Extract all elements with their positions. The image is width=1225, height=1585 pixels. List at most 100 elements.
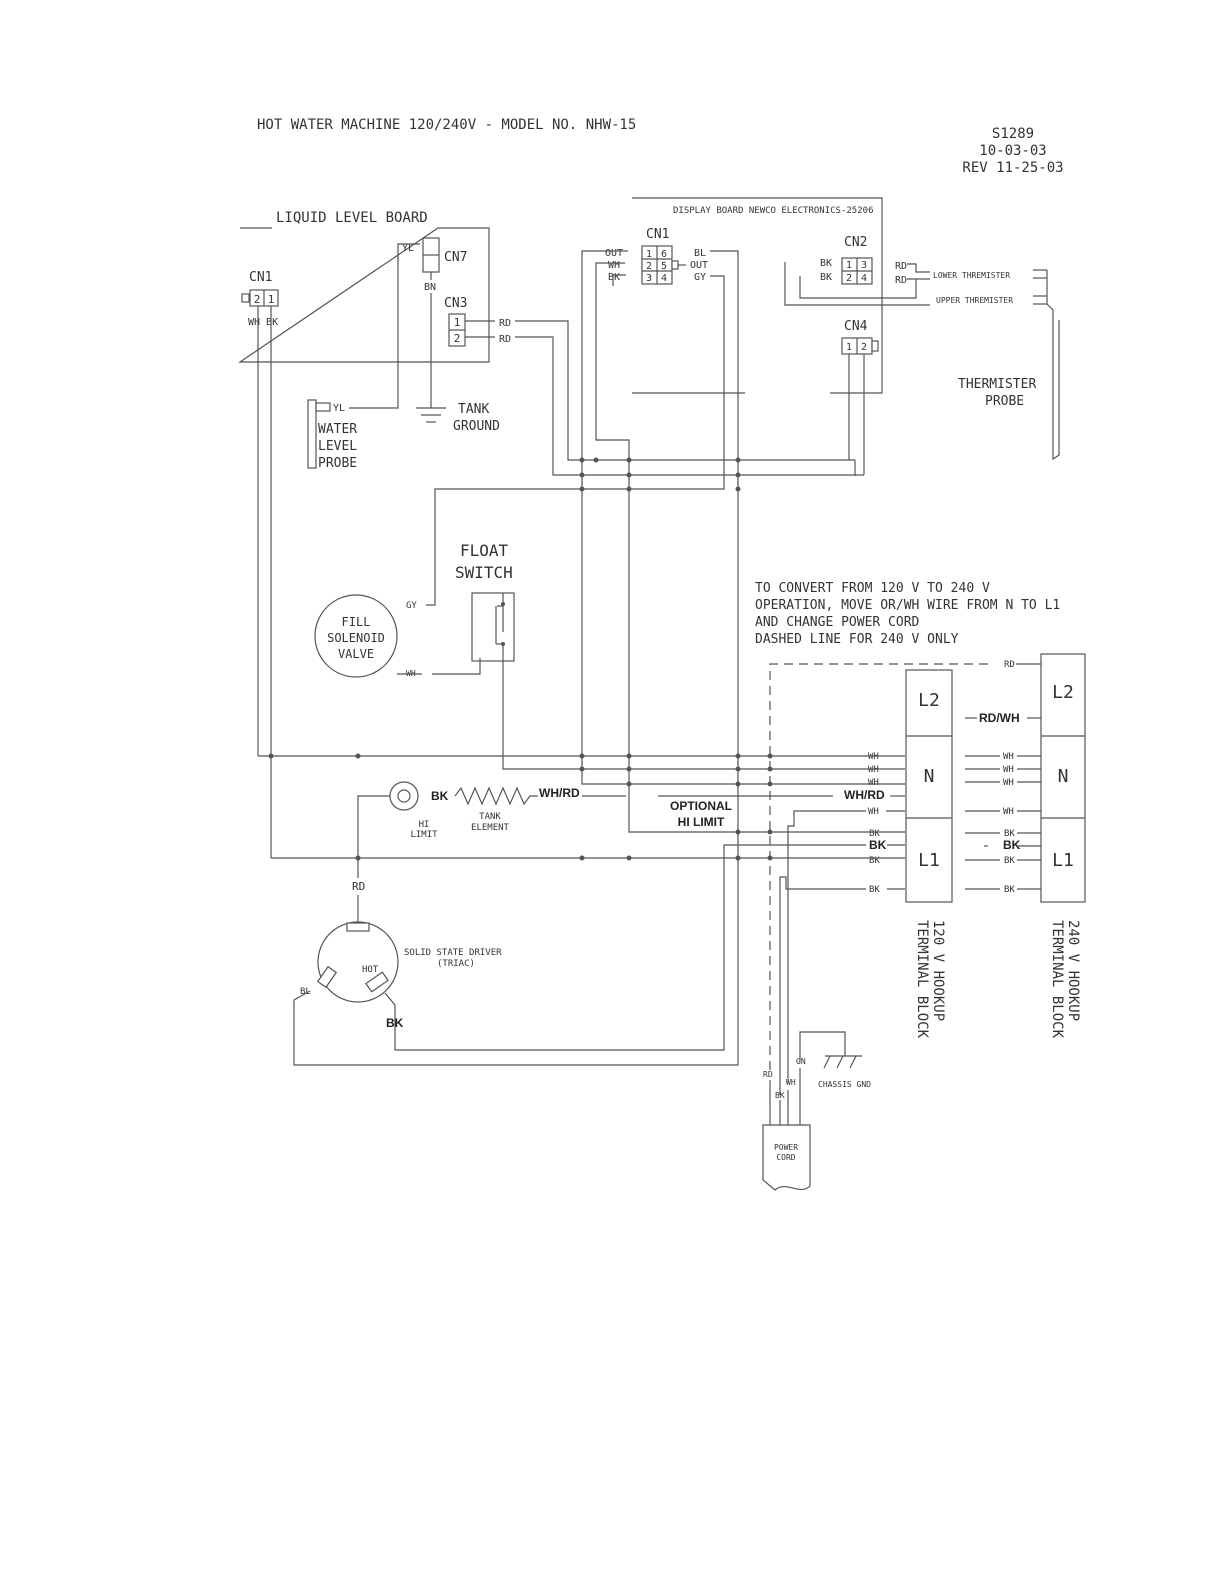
hi-limit-label-2: LIMIT bbox=[410, 830, 438, 840]
probe-wire: YL bbox=[333, 403, 345, 414]
db-cn4-pin2: 2 bbox=[861, 342, 867, 353]
db-cn2-pin3: 3 bbox=[861, 260, 867, 271]
llb-cn1-label: CN1 bbox=[249, 270, 272, 285]
tank-element-label-2: ELEMENT bbox=[471, 823, 510, 833]
tb120-wire-l1c: BK bbox=[869, 856, 880, 866]
db-cn4-pin1: 1 bbox=[846, 342, 852, 353]
triac-wire-rd: RD bbox=[352, 880, 365, 893]
wire-harness bbox=[257, 243, 990, 1125]
display-board-title: DISPLAY BOARD NEWCO ELECTRONICS-25206 bbox=[673, 206, 873, 216]
probe-label-3: PROBE bbox=[318, 456, 357, 471]
tb120-n: N bbox=[924, 766, 935, 787]
tb240-wire-n4: WH bbox=[1003, 807, 1014, 817]
solid-state-driver: HOT SOLID STATE DRIVER (TRIAC) RD BL BK bbox=[300, 880, 502, 1030]
tank-ground-label-1: TANK bbox=[458, 402, 489, 417]
db-cn2-pin1: 1 bbox=[846, 260, 852, 271]
tb120-wire-l1b: BK bbox=[869, 838, 887, 852]
db-cn1-pin3: 3 bbox=[646, 273, 652, 284]
terminal-block-120v: L2 N L1 WH WH WH WH/RD WH BK BK BK BK TE… bbox=[844, 669, 953, 1039]
llb-cn1-wires: WH BK bbox=[248, 317, 278, 328]
db-cn1-pin4: 4 bbox=[661, 273, 667, 284]
tb240-wire-n3: WH bbox=[1003, 778, 1014, 788]
chassis-ground-icon bbox=[823, 1055, 862, 1069]
db-cn2-pin2: 2 bbox=[846, 273, 852, 284]
tb240-wire-l1b: BK bbox=[1003, 838, 1021, 852]
tb240-l1: L1 bbox=[1052, 850, 1074, 871]
drawing-revision: REV 11-25-03 bbox=[962, 160, 1063, 176]
tb240-wire-n1: WH bbox=[1003, 752, 1014, 762]
power-cord: POWER CORD RD BK WH GN CHASSIS GND bbox=[762, 1057, 871, 1191]
float-switch: FLOAT SWITCH bbox=[455, 541, 515, 662]
triac-wire-bl: BL bbox=[300, 987, 311, 997]
valve-label-3: VALVE bbox=[338, 647, 374, 661]
tb240-wire-rd: RD bbox=[1004, 660, 1015, 670]
db-cn1-label: CN1 bbox=[646, 227, 669, 242]
valve-label-1: FILL bbox=[342, 615, 371, 629]
tb240-caption-2: 240 V HOOKUP bbox=[1065, 920, 1081, 1021]
tb120-wire-l1d: BK bbox=[869, 885, 880, 895]
db-cn2-wire-bk2: BK bbox=[820, 272, 832, 283]
tb120-wire-n4: WH/RD bbox=[844, 788, 885, 802]
db-cn1-wire-out2: OUT bbox=[690, 260, 708, 271]
db-cn1-wire-bl: BL bbox=[694, 248, 706, 259]
db-cn2-wire-rd2: RD bbox=[895, 275, 907, 286]
float-switch-label-1: FLOAT bbox=[460, 541, 509, 560]
power-cord-label-2: CORD bbox=[776, 1153, 795, 1162]
db-cn2-wire-bk1: BK bbox=[820, 258, 832, 269]
float-switch-label-2: SWITCH bbox=[455, 563, 513, 582]
db-cn1-pin2: 2 bbox=[646, 261, 652, 272]
note-line-2: OPERATION, MOVE OR/WH WIRE FROM N TO L1 bbox=[755, 598, 1060, 613]
valve-wire-gy: GY bbox=[406, 601, 417, 611]
tb240-wire-rdwh: RD/WH bbox=[979, 711, 1020, 725]
conversion-note: TO CONVERT FROM 120 V TO 240 V OPERATION… bbox=[755, 581, 1060, 647]
tb240-n: N bbox=[1058, 766, 1069, 787]
thermistor-probe: LOWER THREMISTER UPPER THREMISTER THERMI… bbox=[784, 262, 1060, 461]
tb120-caption-2: 120 V HOOKUP bbox=[930, 920, 946, 1021]
hi-limit-wire-bk: BK bbox=[431, 789, 449, 803]
db-cn1-wire-out: OUT bbox=[605, 248, 623, 259]
triac-label-1: SOLID STATE DRIVER bbox=[404, 948, 502, 958]
db-cn1-wire-bk: BK bbox=[608, 272, 620, 283]
note-line-1: TO CONVERT FROM 120 V TO 240 V bbox=[755, 581, 990, 596]
tb120-caption-1: TERMINAL BLOCK bbox=[914, 920, 930, 1039]
tb120-wire-n3: WH bbox=[868, 778, 879, 788]
db-cn1-pin1: 1 bbox=[646, 249, 652, 260]
probe-label-2: LEVEL bbox=[318, 439, 357, 454]
db-cn1-wire-wh: WH bbox=[608, 260, 620, 271]
optional-hi-limit-label-2: HI LIMIT bbox=[678, 815, 725, 829]
llb-cn3-label: CN3 bbox=[444, 296, 467, 311]
chassis-ground-label: CHASSIS GND bbox=[818, 1080, 871, 1089]
power-cord-wire-rd: RD bbox=[763, 1070, 773, 1079]
hi-limit: BK HI LIMIT bbox=[389, 781, 449, 840]
tb240-l2: L2 bbox=[1052, 682, 1074, 703]
fill-solenoid-valve: FILL SOLENOID VALVE GY WH bbox=[314, 594, 417, 678]
llb-cn3-pin1: 1 bbox=[454, 316, 461, 329]
thermistor-probe-label-2: PROBE bbox=[985, 394, 1024, 409]
note-line-4: DASHED LINE FOR 240 V ONLY bbox=[755, 632, 959, 647]
upper-thermistor-label: UPPER THREMISTER bbox=[936, 296, 1013, 305]
hi-limit-label-1: HI bbox=[419, 820, 430, 830]
tb120-l1: L1 bbox=[918, 850, 940, 871]
lower-thermistor-label: LOWER THREMISTER bbox=[933, 271, 1010, 280]
tb240-wire-l1c: BK bbox=[1004, 856, 1015, 866]
tb240-caption-1: TERMINAL BLOCK bbox=[1049, 920, 1065, 1039]
llb-cn7-label: CN7 bbox=[444, 250, 467, 265]
tb120-wire-n5: WH bbox=[868, 807, 879, 817]
drawing-date: 10-03-03 bbox=[979, 143, 1046, 159]
thermistor-probe-label-1: THERMISTER bbox=[958, 377, 1036, 392]
llb-cn1-pin1: 1 bbox=[268, 293, 275, 306]
llb-cn3-pin2: 2 bbox=[454, 332, 461, 345]
db-cn2-wire-rd1: RD bbox=[895, 261, 907, 272]
llb-cn1-pin2: 2 bbox=[254, 293, 261, 306]
llb-cn3-wire2: RD bbox=[499, 334, 511, 345]
terminal-block-240v: L2 N L1 RD RD/WH WH WH WH WH BK BK BK BK… bbox=[979, 653, 1086, 1039]
db-cn2-label: CN2 bbox=[844, 235, 867, 250]
tank-ground-label-2: GROUND bbox=[453, 419, 500, 434]
db-cn2-pin4: 4 bbox=[861, 273, 867, 284]
liquid-level-board-title: LIQUID LEVEL BOARD bbox=[276, 210, 428, 226]
optional-hi-limit-label-1: OPTIONAL bbox=[670, 799, 732, 813]
tb120-wire-n2: WH bbox=[868, 765, 879, 775]
triac-hot-label: HOT bbox=[362, 965, 379, 975]
db-cn1-wire-gy: GY bbox=[694, 272, 706, 283]
